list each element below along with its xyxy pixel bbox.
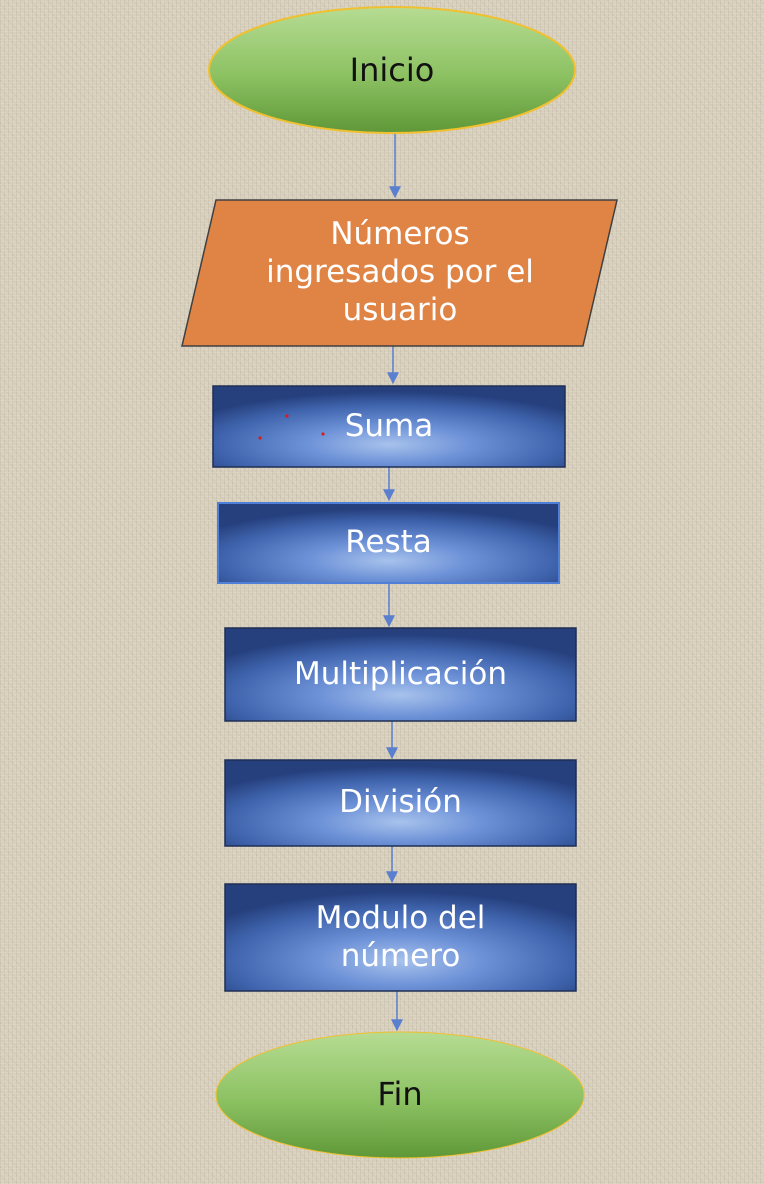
start-terminator xyxy=(208,6,576,134)
multiplicacion-process-box xyxy=(224,627,577,722)
resta-process-box xyxy=(217,502,560,584)
red-dot-mark xyxy=(285,414,289,418)
division-process-box xyxy=(224,759,577,847)
end-terminator xyxy=(215,1031,585,1159)
modulo-process-box xyxy=(224,883,577,992)
red-dot-mark xyxy=(258,436,262,440)
red-dot-mark xyxy=(321,432,325,436)
input-parallelogram xyxy=(181,199,618,347)
suma-process-box xyxy=(212,385,566,468)
